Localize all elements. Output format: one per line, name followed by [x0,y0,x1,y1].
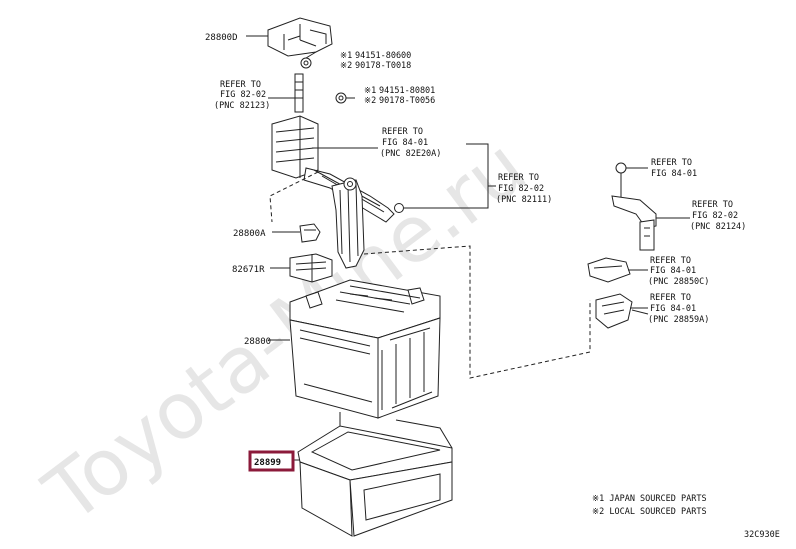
refer-line: REFER TO [692,200,733,210]
refer-block-82E20A[interactable]: REFER TO FIG 84-01 (PNC 82E20A) [380,127,441,159]
nut-top-icon [300,57,312,69]
callout-28899[interactable]: 28899 [254,458,281,468]
refer-block-28850C[interactable]: REFER TO FIG 84-01 (PNC 28850C) [648,256,709,287]
refer-line: FIG 82-02 [692,211,738,221]
refer-line: FIG 84-01 [382,138,428,148]
bolt-mid-pn1[interactable]: 94151-80801 [379,86,435,96]
refer-line: FIG 84-01 [650,266,696,276]
refer-line: FIG 82-02 [498,184,544,194]
battery-clamp-28800D[interactable] [267,17,333,57]
right-bracket-assembly [587,162,657,329]
refer-line: (PNC 82E20A) [380,149,441,159]
callout-28800[interactable]: 28800 [244,337,271,347]
diagram-code: 32C930E [744,530,780,540]
battery-tray-28899[interactable] [297,412,453,537]
bolt-mid-mark1: ※1 [364,86,376,96]
refer-line: REFER TO [220,80,261,90]
refer-line: (PNC 28859A) [648,315,709,325]
bolt-top-mark2: ※2 [340,61,352,71]
terminal-cover-82671R[interactable] [289,253,333,283]
refer-line: REFER TO [382,127,423,137]
refer-line: (PNC 82123) [214,101,270,111]
refer-block-82111[interactable]: REFER TO FIG 82-02 (PNC 82111) [496,173,552,205]
callout-28899-highlight [248,450,295,472]
bolt-top-mark1: ※1 [340,51,352,61]
callout-82671R[interactable]: 82671R [232,265,265,275]
terminal-cable-assembly [271,115,395,223]
hold-down-rod [294,73,304,113]
refer-block-82123[interactable]: REFER TO FIG 82-02 (PNC 82123) [214,80,270,111]
watermark: Toyota-Mine.ru [28,122,542,541]
refer-line: REFER TO [650,293,691,303]
legend-japan-sourced: ※1 JAPAN SOURCED PARTS [592,494,707,504]
bolt-mid-mark2: ※2 [364,96,376,106]
bolt-mid-pn2[interactable]: 90178-T0056 [379,96,435,106]
refer-line: FIG 84-01 [651,169,697,179]
refer-line: (PNC 82111) [496,195,552,205]
refer-block-82124[interactable]: REFER TO FIG 82-02 (PNC 82124) [690,200,746,232]
refer-line: FIG 82-02 [220,90,266,100]
battery-cables [331,177,365,269]
callout-28800A[interactable]: 28800A [233,229,266,239]
refer-line: FIG 84-01 [650,304,696,314]
refer-block-28859A[interactable]: REFER TO FIG 84-01 (PNC 28859A) [648,293,709,325]
nut-mid-icon [335,92,347,104]
nut-cable-icon [394,203,404,213]
battery-clamp-28800A[interactable] [299,223,321,243]
refer-line: (PNC 28850C) [648,277,709,287]
refer-line: REFER TO [650,256,691,266]
callout-28800D[interactable]: 28800D [205,33,238,43]
legend-local-sourced: ※2 LOCAL SOURCED PARTS [592,507,707,517]
battery-28800[interactable] [289,279,441,419]
refer-block-84-01-top[interactable]: REFER TO FIG 84-01 [651,158,697,179]
refer-line: REFER TO [498,173,539,183]
bolt-top-pn2[interactable]: 90178-T0018 [355,61,411,71]
bolt-top-pn1[interactable]: 94151-80600 [355,51,411,61]
refer-line: REFER TO [651,158,692,168]
refer-line: (PNC 82124) [690,222,746,232]
